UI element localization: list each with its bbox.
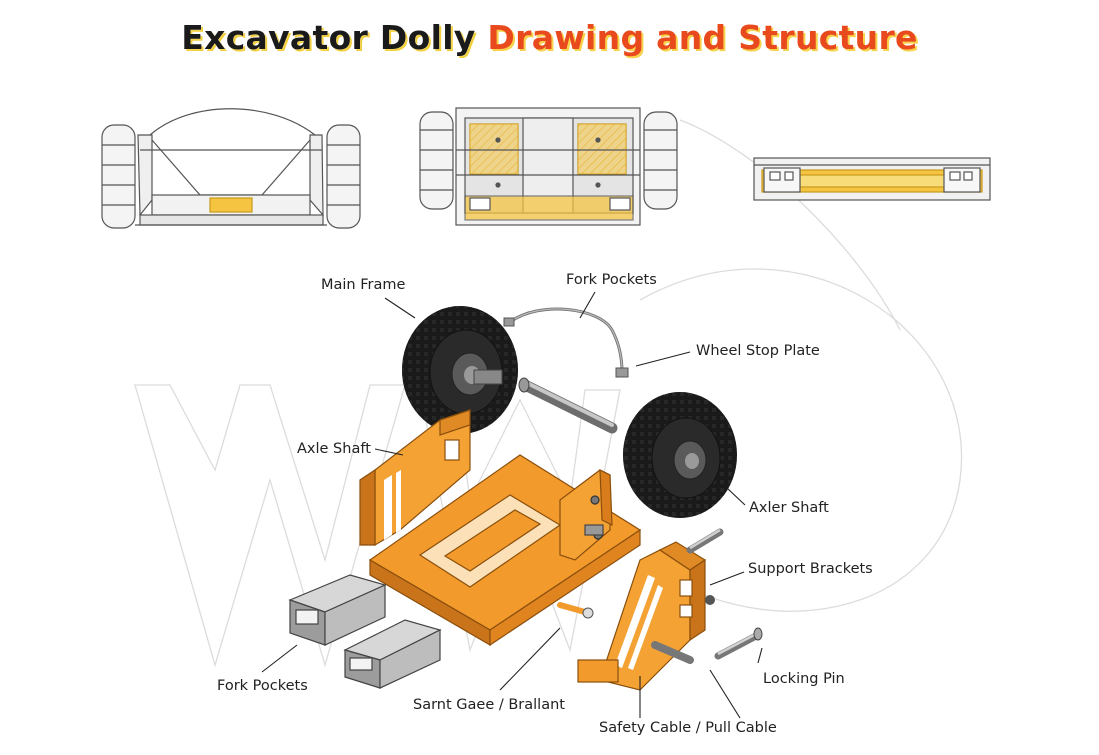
label-fork-pockets-bottom: Fork Pockets [217, 678, 308, 694]
label-axle-shaft: Axle Shaft [297, 441, 371, 457]
front-view-highlight [209, 197, 253, 213]
right-wheel [623, 392, 737, 518]
left-wheel [402, 306, 518, 434]
axle-shaft [518, 377, 618, 434]
diagram-title: Excavator Dolly Drawing and Structure [0, 18, 1099, 57]
label-fork-pockets-top: Fork Pockets [566, 272, 657, 288]
leader-lines [261, 291, 763, 719]
label-main-frame: Main Frame [321, 277, 406, 293]
fork-pocket-tubes [288, 574, 442, 689]
main-frame [359, 409, 642, 647]
front-view-left-wheel [101, 124, 136, 229]
side-view-drawing [753, 157, 991, 201]
label-support-brackets: Support Brackets [748, 561, 873, 577]
small-pin [557, 602, 594, 619]
label-sarnt-gaee: Sarnt Gaee / Brallant [413, 697, 565, 713]
locking-pin [714, 627, 763, 660]
label-safety-cable: Safety Cable / Pull Cable [599, 720, 777, 736]
label-locking-pin: Locking Pin [763, 671, 845, 687]
top-view-left-wheel [419, 111, 454, 210]
bracket-pin [686, 528, 724, 605]
safety-cable [503, 307, 629, 378]
label-wheel-stop-plate: Wheel Stop Plate [696, 343, 820, 359]
support-bracket [577, 541, 707, 691]
front-view-drawing [101, 108, 361, 229]
title-part-1: Excavator Dolly [181, 18, 476, 57]
title-part-2: Drawing and Structure [487, 18, 918, 57]
top-view-drawing [419, 107, 678, 226]
label-axler-shaft: Axler Shaft [749, 500, 829, 516]
top-view-right-wheel [643, 111, 678, 210]
front-view-right-wheel [326, 124, 361, 229]
